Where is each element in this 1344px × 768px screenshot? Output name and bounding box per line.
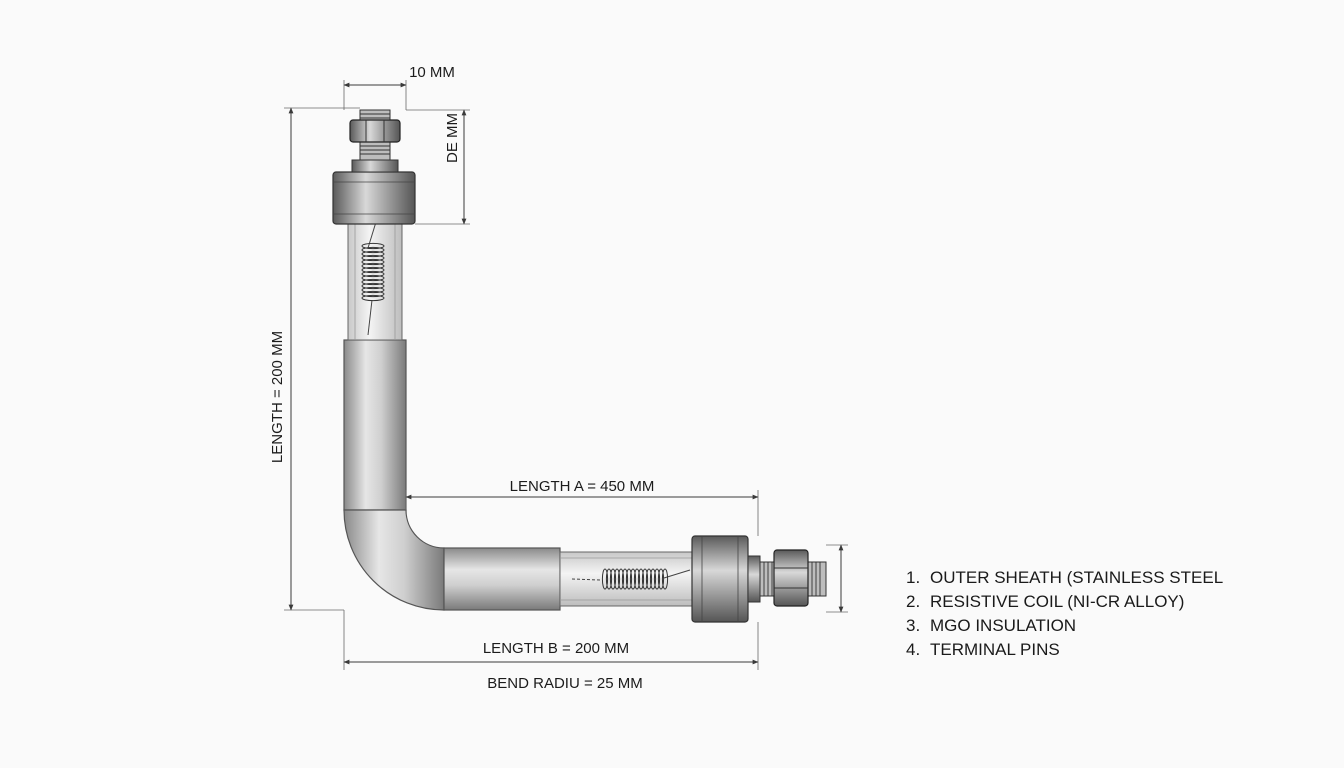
coil-turn (361, 258, 385, 266)
coil-turn (361, 254, 385, 262)
coil-turn (601, 568, 609, 590)
coil-turn (361, 270, 385, 278)
coil-turn (361, 274, 385, 282)
component-legend: 1. OUTER SHEATH (STAINLESS STEEL 2. RESI… (906, 566, 1223, 662)
legend-item-text: TERMINAL PINS (930, 640, 1060, 659)
vertical-length-label: LENGTH = 200 MM (269, 331, 286, 463)
resistive-coil-horizontal (601, 568, 669, 590)
outer-sheath (343, 339, 561, 611)
coil-turn (361, 286, 385, 294)
legend-item-text: MGO INSULATION (930, 616, 1077, 635)
hex-nut-right (773, 549, 809, 607)
coil-turn (661, 568, 669, 590)
coil-turn (637, 568, 645, 590)
coil-turn (361, 262, 385, 270)
legend-item-text: RESISTIVE COIL (NI-CR ALLOY) (930, 592, 1185, 611)
resistive-coil-vertical (361, 242, 385, 302)
coil-turn (641, 568, 649, 590)
legend-item-number: 1. (906, 568, 921, 587)
coil-turn (361, 278, 385, 286)
legend-item-text: OUTER SHEATH (STAINLESS STEEL (930, 568, 1224, 587)
coil-turn (625, 568, 633, 590)
dimension-lines (284, 80, 848, 670)
coil-turn (361, 294, 385, 302)
coil-turn (613, 568, 621, 590)
coil-turn (653, 568, 661, 590)
coil-turn (609, 568, 617, 590)
hex-nut-top (349, 119, 401, 143)
top-terminal (332, 109, 416, 225)
length-a-label: LENGTH A = 450 MM (510, 478, 655, 495)
coil-turn (605, 568, 613, 590)
bend-radius-label: BEND RADIU = 25 MM (487, 675, 642, 692)
coil-turn (361, 242, 385, 250)
legend-item: 1. OUTER SHEATH (STAINLESS STEEL (906, 566, 1223, 590)
legend-item: 3. MGO INSULATION (906, 614, 1223, 638)
coil-turn (633, 568, 641, 590)
coil-turn (361, 282, 385, 290)
legend-item-number: 2. (906, 592, 921, 611)
legend-item-number: 4. (906, 640, 921, 659)
vertical-coil-section (347, 221, 403, 341)
coil-turn (617, 568, 625, 590)
coil-turn (361, 250, 385, 258)
coil-turn (645, 568, 653, 590)
top-width-label: 10 MM (409, 64, 455, 81)
coil-turn (361, 266, 385, 274)
length-b-label: LENGTH B = 200 MM (483, 640, 629, 657)
coil-turn (361, 246, 385, 254)
coil-turn (361, 290, 385, 298)
top-depth-label: DE MM (444, 113, 461, 163)
legend-item-number: 3. (906, 616, 921, 635)
horizontal-coil-section (559, 551, 695, 607)
right-terminal (691, 535, 827, 623)
legend-item: 2. RESISTIVE COIL (NI-CR ALLOY) (906, 590, 1223, 614)
coil-turn (657, 568, 665, 590)
coil-turn (649, 568, 657, 590)
legend-item: 4. TERMINAL PINS (906, 638, 1223, 662)
coil-turn (629, 568, 637, 590)
coil-turn (621, 568, 629, 590)
